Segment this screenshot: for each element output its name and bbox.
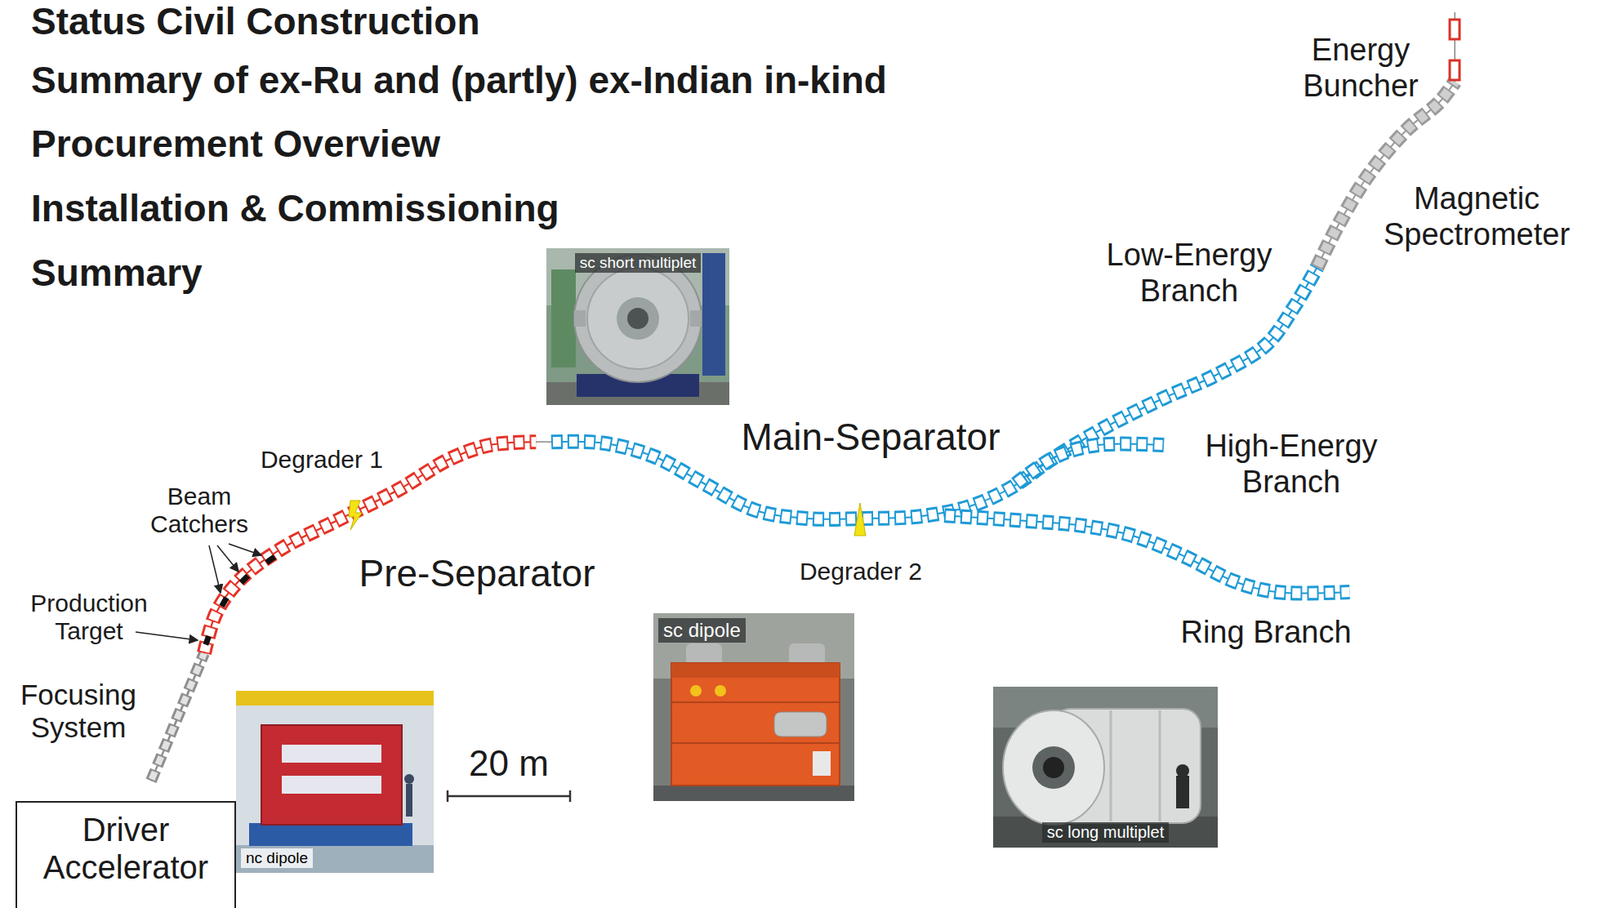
label-slot: Summary xyxy=(31,251,203,295)
label-slot: Pre-Separator xyxy=(359,552,596,596)
label-slot: Production Target xyxy=(17,589,161,647)
part-label: Degrader 1 xyxy=(260,445,384,475)
magnet-symbol xyxy=(1016,444,1164,485)
section-label: Magnetic Spectrometer xyxy=(1366,181,1587,253)
magnet-symbol xyxy=(204,441,536,654)
beam-section xyxy=(1016,444,1164,485)
catcher-symbol xyxy=(218,596,229,608)
section-label: Low-Energy Branch xyxy=(1091,237,1288,309)
magnet-symbol xyxy=(944,515,1350,593)
cavity-symbol xyxy=(1449,60,1460,81)
label-slot: Degrader 2 xyxy=(799,557,923,587)
beam-section xyxy=(151,653,205,781)
accelerator-box: Driver Accelerator xyxy=(15,801,237,908)
photo-caption: nc dipole xyxy=(240,848,313,869)
label-slot: Beam Catchers xyxy=(138,482,261,540)
leader-line xyxy=(135,632,198,641)
label-slot: Degrader 1 xyxy=(260,445,384,475)
leader-line xyxy=(217,545,239,572)
magnet-symbol xyxy=(1016,444,1164,485)
degrader-symbol xyxy=(348,500,362,531)
photo-caption: sc long multiplet xyxy=(1042,822,1169,843)
part-label: Beam Catchers xyxy=(138,482,261,540)
section-label: Energy Buncher xyxy=(1283,32,1439,104)
leader-line xyxy=(228,543,262,556)
label-slot: High-Energy Branch xyxy=(1189,428,1394,500)
catcher-symbol xyxy=(239,574,250,585)
photo-panel: sc long multiplet xyxy=(993,686,1218,848)
degrader-symbol xyxy=(854,503,866,536)
label-slot: Low-Energy Branch xyxy=(1091,237,1288,309)
beam-axis xyxy=(204,441,536,654)
target-symbol xyxy=(203,635,212,647)
section-label: Ring Branch xyxy=(1180,615,1351,651)
label-slot: Procurement Overview xyxy=(31,122,441,166)
part-label: Focusing System xyxy=(4,678,152,745)
beam-section xyxy=(204,441,536,654)
label-slot: Focusing System xyxy=(4,678,152,745)
cavity-symbol xyxy=(1449,19,1460,40)
agenda-item: Summary xyxy=(31,251,203,295)
beam-axis xyxy=(151,653,205,781)
photo-caption: sc short multiplet xyxy=(574,253,702,273)
label-slot: Magnetic Spectrometer xyxy=(1366,181,1587,253)
magnet-symbol xyxy=(151,653,205,781)
label-slot: Status Civil Construction xyxy=(31,0,480,44)
catcher-symbol xyxy=(264,554,277,566)
agenda-item: Status Civil Construction xyxy=(31,0,480,44)
beam-section xyxy=(944,515,1350,593)
beam-axis xyxy=(1016,444,1164,485)
label-slot: 20 m xyxy=(468,743,549,785)
photo-caption: sc dipole xyxy=(658,618,746,643)
magnet-symbol xyxy=(944,515,1350,593)
label-slot: Energy Buncher xyxy=(1283,32,1439,104)
photo-panel: sc dipole xyxy=(653,613,855,802)
scale-bar xyxy=(447,790,571,803)
photo-panel: sc short multiplet xyxy=(546,248,730,406)
photo-illustration xyxy=(653,613,855,802)
label-slot: Summary of ex-Ru and (partly) ex-Indian … xyxy=(31,58,887,103)
magnet-symbol xyxy=(151,653,205,781)
photo-illustration xyxy=(993,686,1218,848)
agenda-item: Procurement Overview xyxy=(31,122,441,166)
beam-axis xyxy=(944,515,1350,593)
section-label: Main-Separator xyxy=(740,415,1000,460)
label-slot: Installation & Commissioning xyxy=(31,187,560,231)
photo-panel: nc dipole xyxy=(236,690,434,874)
part-label: Production Target xyxy=(17,589,161,647)
section-label: High-Energy Branch xyxy=(1189,428,1394,500)
leader-line xyxy=(209,545,221,593)
scale-label: 20 m xyxy=(468,743,549,785)
section-label: Pre-Separator xyxy=(359,552,596,596)
agenda-item: Summary of ex-Ru and (partly) ex-Indian … xyxy=(31,58,887,103)
photo-illustration xyxy=(236,690,434,874)
magnet-symbol xyxy=(204,441,536,654)
label-slot: Main-Separator xyxy=(740,415,1000,460)
label-slot: Ring Branch xyxy=(1180,615,1351,651)
photo-illustration xyxy=(546,248,730,406)
part-label: Degrader 2 xyxy=(799,557,923,587)
box-title: Driver Accelerator xyxy=(26,811,225,887)
agenda-item: Installation & Commissioning xyxy=(31,187,560,231)
